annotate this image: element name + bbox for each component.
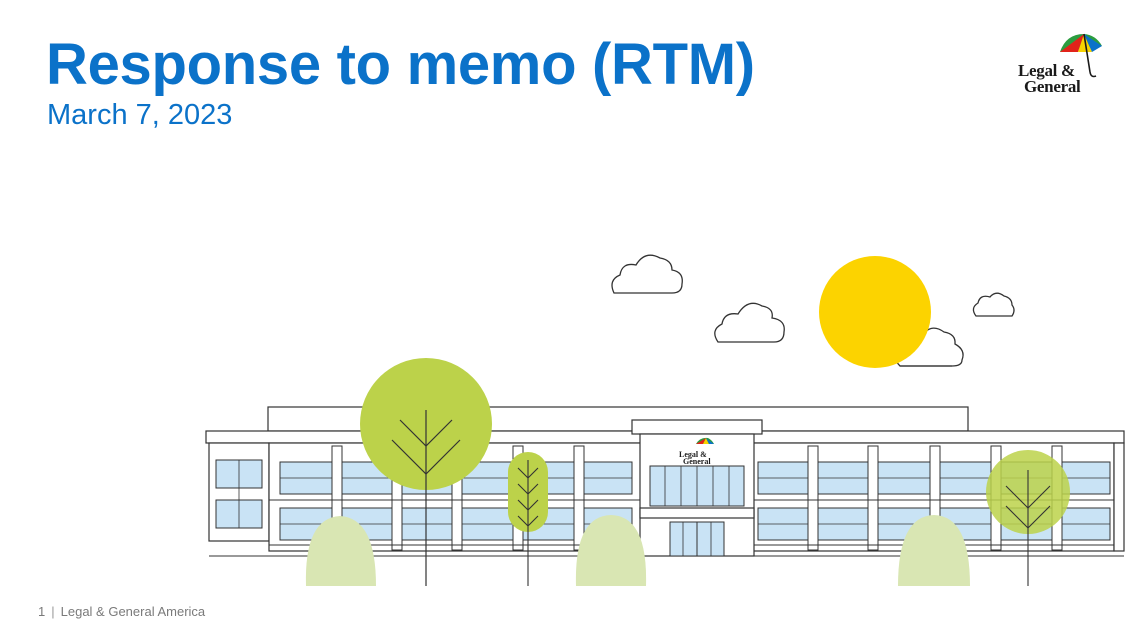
- slide-title: Response to memo (RTM): [46, 32, 755, 97]
- logo-text-line1: Legal &: [1018, 61, 1075, 80]
- cloud-icon: [972, 292, 1015, 317]
- bush-icon: [305, 516, 376, 586]
- building-sign-line1: Legal &: [679, 450, 707, 459]
- logo-text-line2: General: [1024, 77, 1081, 96]
- cloud-icon: [714, 302, 785, 343]
- building-sign-line2: General: [683, 457, 711, 466]
- company-logo: Legal & General: [1012, 30, 1112, 100]
- sun-icon: [819, 256, 931, 368]
- footer-separator: |: [51, 604, 55, 619]
- umbrella-icon: [1060, 33, 1102, 78]
- tree-icon: [508, 452, 548, 586]
- bush-icon: [898, 515, 970, 586]
- tree-icon: [986, 450, 1070, 586]
- cloud-icon: [611, 254, 683, 294]
- page-number: 1: [38, 604, 46, 619]
- building-logo-sign: Legal & General: [679, 437, 714, 466]
- slide-footer: 1 | Legal & General America: [38, 604, 205, 619]
- slide-date: March 7, 2023: [47, 99, 233, 131]
- tree-icon: [360, 358, 492, 586]
- bush-icon: [575, 515, 647, 586]
- footer-company: Legal & General America: [60, 604, 206, 619]
